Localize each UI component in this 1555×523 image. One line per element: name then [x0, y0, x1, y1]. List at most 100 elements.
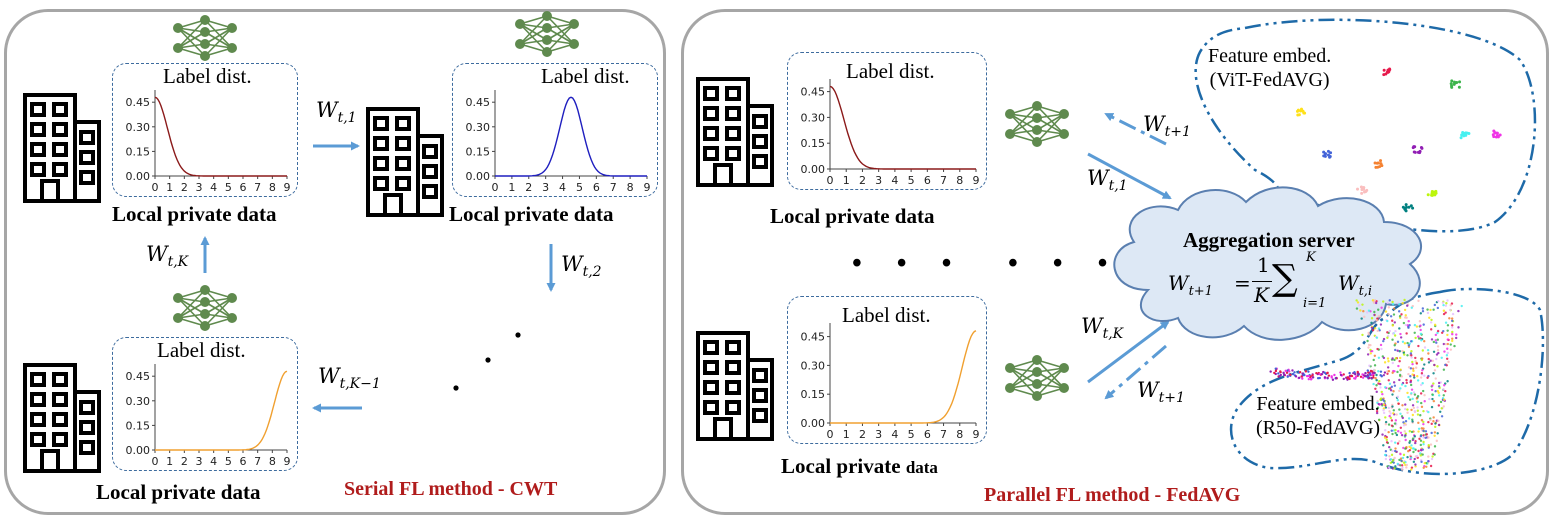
embedding-point — [1444, 304, 1448, 307]
embedding-point — [1307, 370, 1310, 373]
embedding-point — [1384, 450, 1388, 453]
embedding-point — [1439, 400, 1443, 404]
embedding-point — [1426, 308, 1429, 311]
embedding-point — [1389, 416, 1393, 420]
embedding-point — [1409, 380, 1412, 384]
embedding-point — [1422, 436, 1425, 439]
embedding-point — [1410, 430, 1414, 434]
embedding-point — [1307, 374, 1311, 378]
embedding-point — [1388, 382, 1392, 386]
embedding-point — [1404, 403, 1407, 406]
embedding-point — [1389, 315, 1393, 318]
embedding-point — [1446, 299, 1449, 302]
neural-network-icon — [1004, 354, 1070, 402]
x-tick-label: 1 — [843, 174, 850, 187]
embedding-point — [1427, 460, 1430, 463]
embedding-point — [1430, 328, 1433, 331]
embedding-point — [1429, 321, 1433, 324]
x-tick-label: 7 — [254, 181, 261, 194]
embedding-point — [1366, 353, 1370, 356]
embedding-point — [1429, 464, 1433, 468]
embedding-point — [1387, 379, 1390, 382]
x-tick-label: 9 — [284, 181, 291, 194]
embedding-point — [1283, 373, 1286, 377]
embedding-point — [1439, 410, 1442, 413]
embedding-point — [1419, 376, 1423, 379]
embedding-point — [1436, 338, 1439, 341]
embedding-point — [1419, 452, 1422, 455]
embedding-point — [1436, 330, 1440, 333]
embedding-point — [1396, 462, 1399, 466]
embedding-point — [1363, 315, 1366, 319]
embedding-point — [1402, 461, 1406, 464]
embedding-point — [1427, 436, 1430, 439]
embedding-point — [1326, 371, 1329, 375]
embedding-point — [1373, 371, 1376, 375]
embedding-point — [1394, 329, 1397, 333]
x-tick-label: 1 — [166, 181, 173, 194]
parallel-method-title: Parallel FL method - FedAVG — [984, 484, 1241, 506]
embedding-point — [1437, 394, 1441, 397]
embedding-point — [1446, 357, 1449, 360]
embedding-point — [1388, 414, 1391, 418]
x-tick-label: 2 — [525, 181, 532, 194]
embedding-point — [1419, 454, 1422, 457]
embedding-point — [1411, 413, 1415, 417]
embedding-point — [1406, 411, 1409, 414]
embedding-point — [1286, 375, 1289, 378]
embedding-point — [1410, 456, 1413, 459]
embedding-point — [1335, 376, 1338, 380]
embedding-point — [1367, 371, 1370, 374]
embedding-point — [1311, 376, 1315, 379]
embedding-point — [1408, 445, 1411, 449]
embedding-point — [1388, 410, 1391, 413]
local-private-data-label: Local private data — [449, 202, 614, 226]
embedding-point — [1364, 190, 1368, 194]
embedding-point — [1422, 409, 1425, 413]
embedding-point — [1407, 395, 1410, 399]
embedding-point — [1427, 420, 1430, 424]
embedding-point — [1294, 375, 1298, 378]
x-tick-label: 5 — [576, 181, 583, 194]
embedding-point — [1414, 356, 1417, 360]
embedding-point — [1380, 306, 1383, 309]
embedding-point — [1419, 146, 1423, 150]
embedding-point — [1411, 418, 1414, 421]
x-tick-label: 3 — [196, 455, 203, 468]
x-tick-label: 0 — [827, 428, 834, 441]
x-tick-label: 4 — [210, 455, 217, 468]
embedding-point — [1417, 344, 1420, 348]
embedding-point — [1441, 301, 1445, 304]
embedding-point — [1442, 309, 1446, 312]
embedding-point — [1434, 377, 1437, 380]
embedding-point — [1409, 340, 1413, 343]
embedding-point — [1433, 369, 1437, 372]
embedding-point — [1285, 371, 1289, 374]
embedding-point — [1436, 365, 1439, 368]
embedding-point — [1396, 395, 1400, 399]
embedding-point — [1379, 382, 1382, 386]
embedding-point — [1401, 349, 1404, 353]
embedding-point — [1453, 344, 1456, 348]
embedding-point — [1399, 336, 1403, 339]
embedding-point — [1322, 154, 1326, 158]
embedding-point — [1407, 319, 1410, 323]
embedding-point — [1399, 412, 1402, 415]
embedding-point — [1391, 338, 1394, 341]
embedding-point — [1420, 339, 1423, 342]
x-tick-label: 8 — [956, 174, 963, 187]
embedding-point — [1304, 370, 1308, 373]
embedding-point — [1406, 304, 1409, 307]
y-tick-label: 0.30 — [466, 121, 491, 134]
distribution-curve — [155, 370, 288, 451]
embedding-point — [1414, 465, 1417, 468]
embedding-point — [1410, 466, 1414, 469]
embedding-point — [1401, 302, 1404, 305]
embedding-point — [1393, 384, 1397, 387]
embedding-point — [1422, 429, 1425, 433]
embedding-point — [1404, 438, 1407, 442]
embedding-point — [1373, 161, 1377, 165]
embedding-point — [1300, 107, 1304, 111]
embedding-point — [1396, 349, 1399, 352]
